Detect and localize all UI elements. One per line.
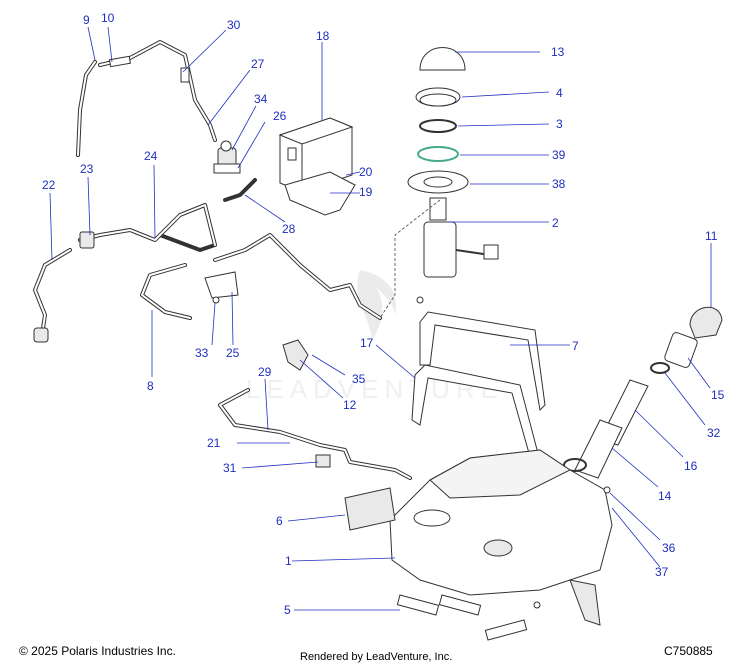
callout-11[interactable]: 11 [705, 229, 718, 243]
fuel-line-long [213, 233, 382, 320]
callout-30[interactable]: 30 [227, 18, 241, 32]
callout-8[interactable]: 8 [147, 379, 154, 393]
callout-2[interactable]: 2 [552, 216, 559, 230]
fuel-pump-assembly [423, 197, 499, 278]
callout-14[interactable]: 14 [658, 489, 672, 503]
fuel-tank [389, 449, 613, 596]
clamp-32 [650, 362, 670, 374]
copyright-text: © 2025 Polaris Industries Inc. [19, 644, 176, 658]
callout-27[interactable]: 27 [251, 57, 265, 71]
callout-28[interactable]: 28 [282, 222, 296, 236]
callout-12[interactable]: 12 [343, 398, 357, 412]
callout-26[interactable]: 26 [273, 109, 287, 123]
bolt-pump [416, 296, 424, 304]
sensor-bracket [282, 339, 309, 371]
tank-strap-lower [411, 364, 546, 486]
fuel-cap [419, 47, 466, 71]
canister-hose [223, 178, 257, 202]
evap-canister [278, 117, 354, 193]
vent-line-upper [98, 40, 217, 142]
canister-bracket [284, 171, 356, 216]
callout-17[interactable]: 17 [360, 336, 374, 350]
callout-36[interactable]: 36 [662, 541, 676, 555]
clamp-lower [563, 458, 587, 472]
callout-22[interactable]: 22 [42, 178, 56, 192]
callout-20[interactable]: 20 [359, 165, 373, 179]
callout-33[interactable]: 33 [195, 346, 209, 360]
rendered-by-text: Rendered by LeadVenture, Inc. [300, 651, 453, 663]
callout-19[interactable]: 19 [359, 185, 373, 199]
bolt-37 [533, 601, 541, 609]
bolt-36 [603, 486, 611, 494]
callout-5[interactable]: 5 [284, 603, 291, 617]
callout-10[interactable]: 10 [101, 11, 115, 25]
fuel-line-8 [140, 263, 192, 320]
fuel-line-24 [78, 203, 217, 252]
callout-18[interactable]: 18 [316, 29, 330, 43]
tank-pad-c [484, 619, 528, 641]
filler-cap [689, 306, 723, 339]
callout-6[interactable]: 6 [276, 514, 283, 528]
callout-29[interactable]: 29 [258, 365, 272, 379]
callout-32[interactable]: 32 [707, 426, 721, 440]
tank-pad-d [569, 579, 601, 626]
callout-15[interactable]: 15 [711, 388, 725, 402]
tank-pad-b [438, 594, 482, 616]
callout-9[interactable]: 9 [83, 13, 90, 27]
callout-24[interactable]: 24 [144, 149, 158, 163]
purge-valve [213, 140, 241, 174]
callout-13[interactable]: 13 [551, 45, 565, 59]
callout-34[interactable]: 34 [254, 92, 268, 106]
filler-neck-15 [664, 332, 698, 368]
callout-21[interactable]: 21 [207, 436, 221, 450]
callout-31[interactable]: 31 [223, 461, 237, 475]
seal-3 [419, 119, 457, 133]
fuel-line-22 [33, 248, 72, 337]
callout-16[interactable]: 16 [684, 459, 698, 473]
callout-4[interactable]: 4 [556, 86, 563, 100]
callout-39[interactable]: 39 [552, 148, 566, 162]
callout-35[interactable]: 35 [352, 372, 366, 386]
callout-7[interactable]: 7 [572, 339, 579, 353]
callout-23[interactable]: 23 [80, 162, 94, 176]
diagram-code: C750885 [664, 644, 713, 658]
callout-37[interactable]: 37 [655, 565, 669, 579]
bolt-33 [212, 296, 220, 304]
callout-38[interactable]: 38 [552, 177, 566, 191]
callout-25[interactable]: 25 [226, 346, 240, 360]
tank-pad-a [396, 594, 440, 616]
callout-3[interactable]: 3 [556, 117, 563, 131]
callout-1[interactable]: 1 [285, 554, 292, 568]
heat-shield [344, 487, 396, 531]
seal-39 [417, 146, 459, 162]
